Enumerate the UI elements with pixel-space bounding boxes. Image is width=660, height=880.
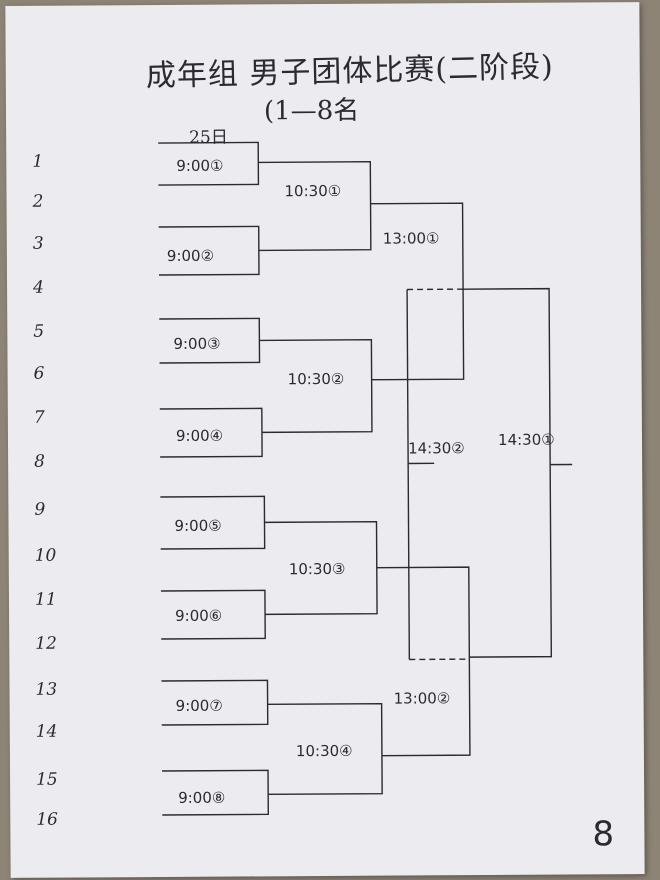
paper-sheet: 成年组 男子团体比赛(二阶段) (1—8名 25日 1 2 3 4 5 6 7 … (5, 2, 645, 878)
final-match-label: 14:30① (497, 430, 555, 449)
round2-connector (267, 702, 383, 796)
semifinal-match-label: 13:00② (393, 689, 451, 708)
semifinal-match-label: 13:00① (382, 229, 440, 248)
round2-match-label: 10:30② (287, 369, 345, 389)
third-place-match-label: 14:30② (407, 439, 465, 458)
round1-match-label: 9:00① (176, 156, 224, 175)
round2-match-label: 10:30③ (288, 559, 346, 579)
round1-match-label: 9:00④ (175, 426, 224, 445)
round1-match-label: 9:00② (166, 246, 215, 265)
round1-match-label: 9:00⑦ (175, 696, 223, 715)
round2-match-label: 10:30④ (295, 741, 353, 761)
round1-connector (161, 679, 269, 726)
round1-match-label: 9:00⑧ (178, 788, 226, 807)
semifinal-connector (376, 566, 471, 757)
semifinal-connector (370, 202, 465, 381)
round1-connector (160, 589, 266, 640)
round1-match-label: 9:00③ (173, 334, 221, 353)
final-connector (463, 287, 553, 658)
page-number: 8 (592, 814, 615, 855)
round2-match-label: 10:30① (284, 181, 342, 201)
third-place-connector (406, 289, 411, 660)
round2-connector (259, 339, 373, 434)
bracket-lines (158, 141, 573, 816)
round1-match-label: 9:00⑤ (174, 516, 222, 535)
round2-connector (258, 161, 372, 252)
round1-match-label: 9:00⑥ (175, 606, 223, 625)
round1-connector (158, 141, 260, 186)
round1-connector (162, 769, 269, 816)
